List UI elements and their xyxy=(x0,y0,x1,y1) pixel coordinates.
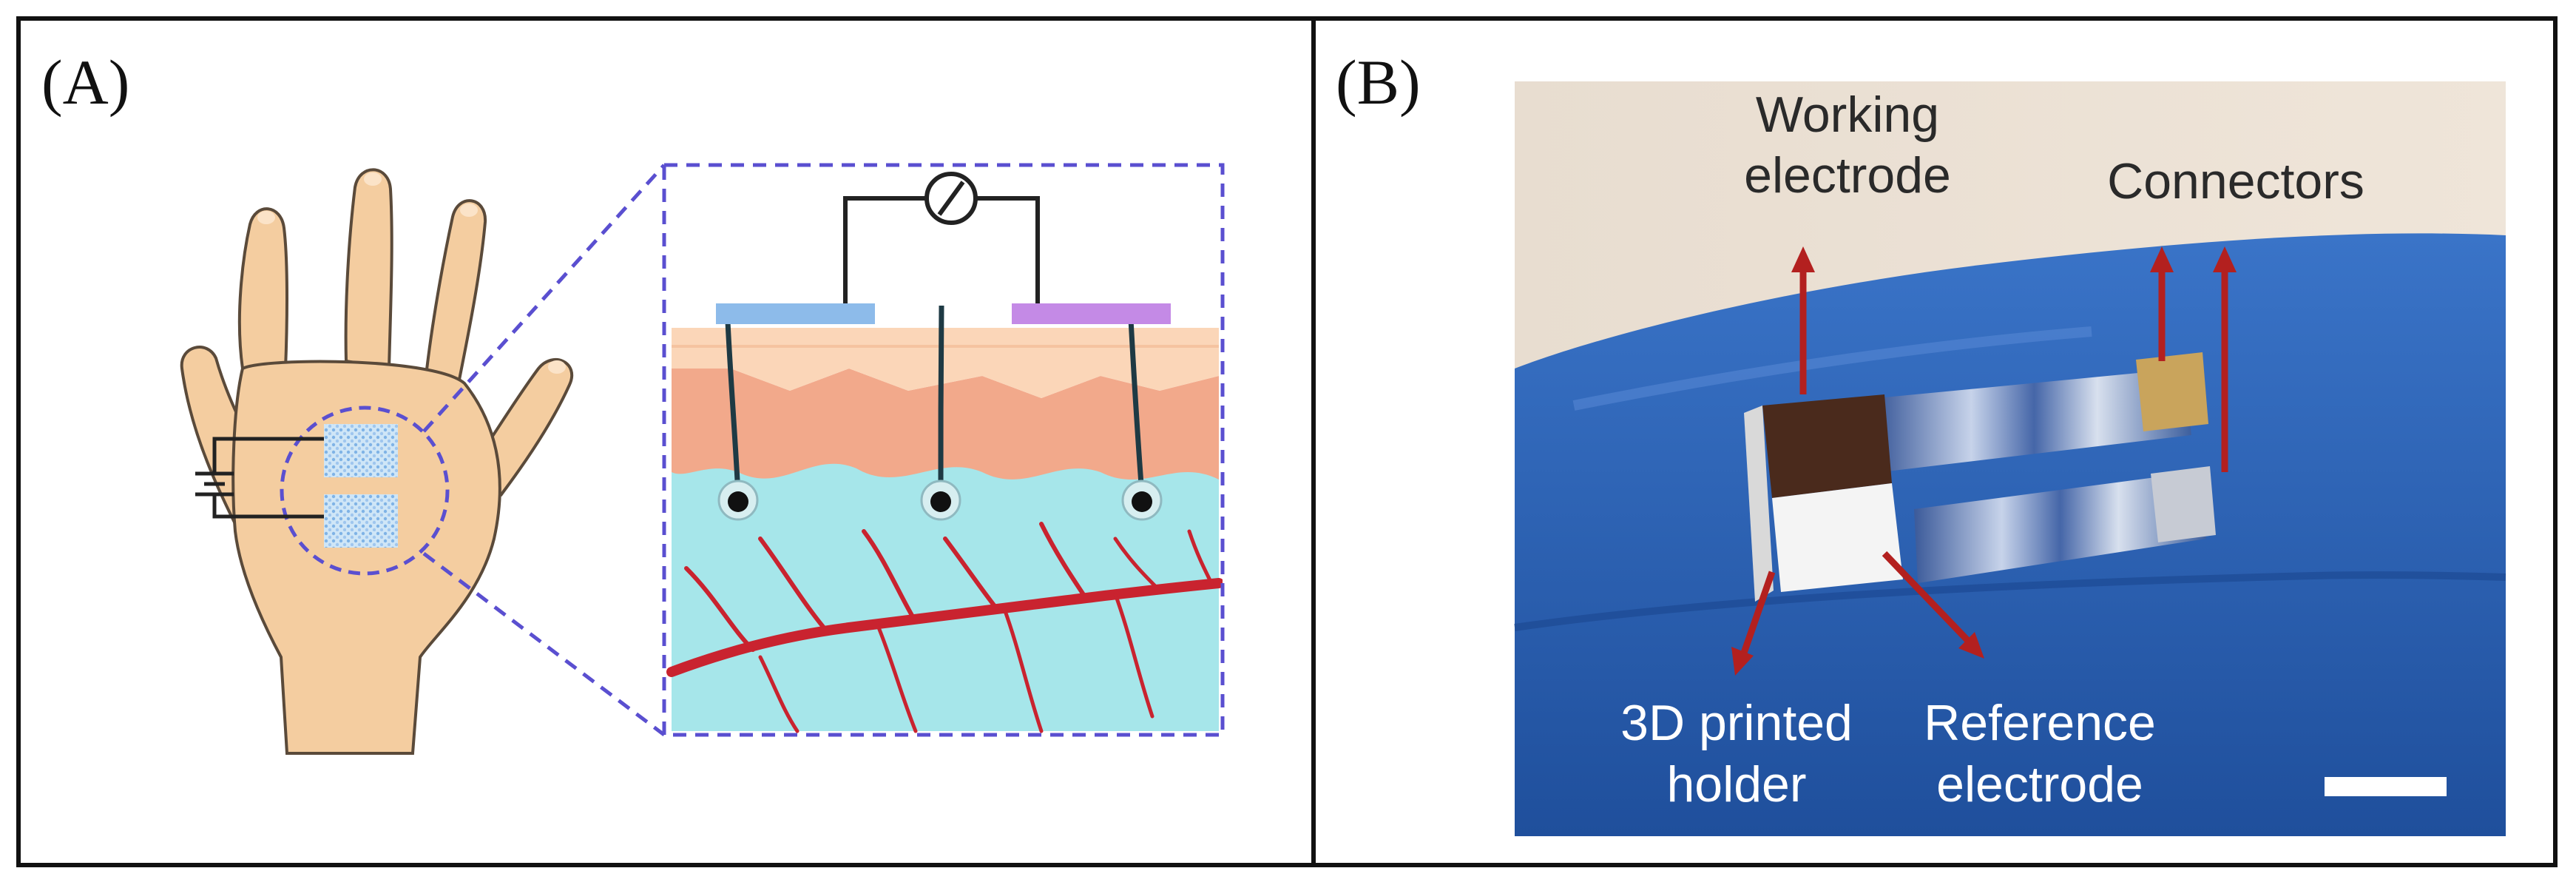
connector-silver xyxy=(2151,466,2216,542)
zoom-circle xyxy=(280,406,450,576)
zoom-lines xyxy=(422,164,666,736)
hand-illustration xyxy=(180,168,574,755)
patch-electrode-top xyxy=(324,424,398,477)
current-source-circuit xyxy=(843,172,1040,303)
connectors-label: Connectors xyxy=(2107,153,2364,209)
device-photo: Working electrode Connectors 3D printed … xyxy=(1514,81,2506,837)
skin-cross-section-inset xyxy=(662,163,1225,737)
blood-vessels xyxy=(666,522,1223,733)
skin-patch-electrodes xyxy=(280,406,450,576)
working-electrode-label-line2: electrode xyxy=(1744,147,1951,204)
electrode-purple xyxy=(1012,303,1171,324)
interstitial-fluid-layer xyxy=(672,435,1219,731)
reference-electrode-label-line1: Reference xyxy=(1924,695,2156,751)
hand-palm xyxy=(231,360,501,755)
dermis-layer xyxy=(672,369,1219,480)
holder-label-line2: holder xyxy=(1666,756,1806,813)
panel-label-a: (A) xyxy=(41,47,130,118)
figure-frame: Working electrode Connectors 3D printed … xyxy=(16,16,2558,867)
working-electrode-label-line1: Working xyxy=(1756,87,1939,143)
reference-electrode-strip xyxy=(1914,472,2206,583)
hand-finger xyxy=(344,168,393,371)
inset-frame xyxy=(662,163,1225,737)
holder-bottom-white xyxy=(1772,483,1903,592)
holder-label-line1: 3D printed xyxy=(1620,695,1853,751)
connector-gold xyxy=(2136,352,2208,431)
working-electrode-strip xyxy=(1877,369,2191,472)
reference-electrode-label-line2: electrode xyxy=(1936,756,2143,813)
scale-bar xyxy=(2325,777,2447,796)
figure-canvas: Working electrode Connectors 3D printed … xyxy=(180,81,2506,837)
hand-finger xyxy=(237,207,288,370)
callout-arrows xyxy=(1731,246,2237,676)
electrode-blue xyxy=(716,303,875,324)
battery-circuit xyxy=(195,437,324,519)
hand-finger xyxy=(424,199,487,386)
panel-divider xyxy=(1311,21,1316,863)
panel-label-b: (B) xyxy=(1336,47,1421,118)
hair-follicles xyxy=(717,305,1163,521)
holder-side xyxy=(1744,406,1774,602)
holder-top-brown xyxy=(1762,394,1892,498)
patch-electrode-bottom xyxy=(324,494,398,548)
